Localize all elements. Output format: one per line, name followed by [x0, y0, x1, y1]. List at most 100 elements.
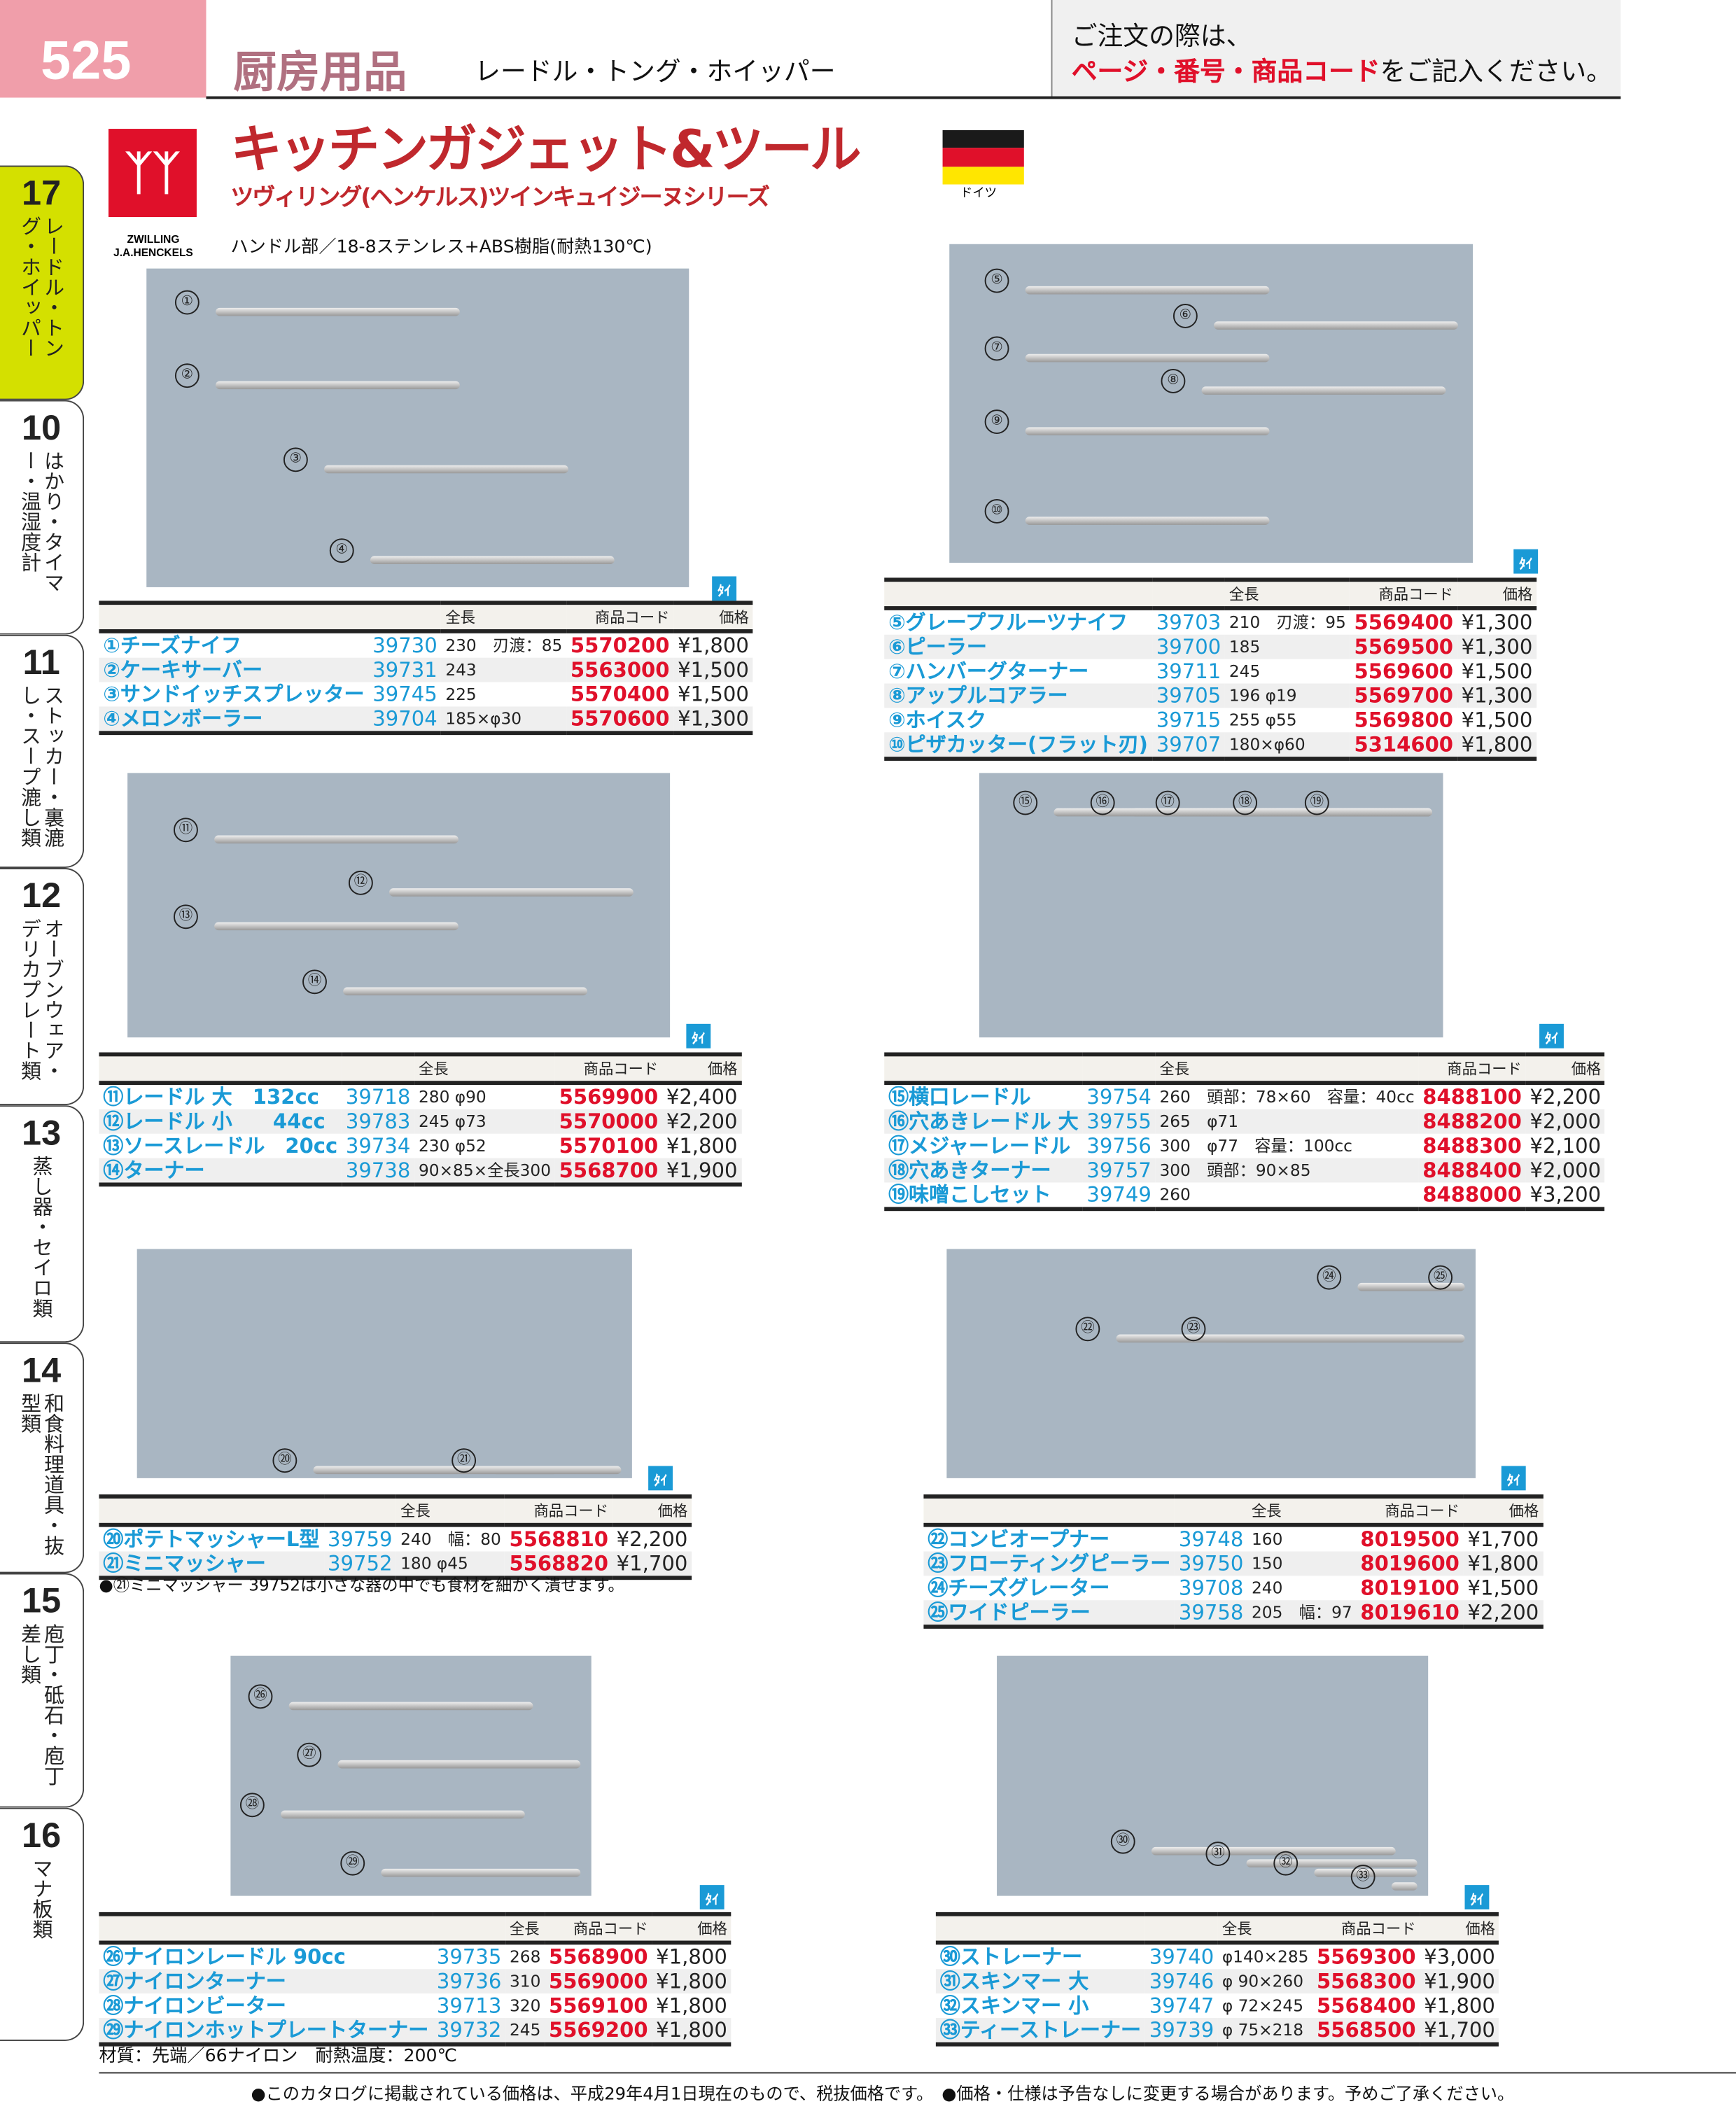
model-number: 39757 — [1082, 1158, 1156, 1183]
product-code: 5569600 — [1354, 659, 1454, 684]
side-tab-number: 12 — [22, 874, 62, 916]
product-name: ㉝ティーストレーナー — [935, 2018, 1145, 2045]
model-number: 39708 — [1178, 1576, 1244, 1601]
product-price: ¥2,200 — [1530, 1085, 1602, 1109]
photo-item-number: ㉘ — [239, 1793, 265, 1818]
product-name: ⑥ピーラー — [884, 634, 1152, 659]
product-size: 90×85×全長300 — [414, 1158, 555, 1185]
subcategory-title: レードル・トング・ホイッパー — [475, 57, 836, 87]
product-size: φ 75×218 — [1218, 2018, 1313, 2045]
side-tab-label: レードル・トング・ホイッパー — [18, 216, 66, 358]
header-length: 全長 — [1218, 1914, 1313, 1945]
utensil-image — [324, 465, 568, 474]
product-name: ⑬ソースレードル 20cc — [103, 1133, 338, 1158]
product-price: ¥1,800 — [656, 1993, 727, 2018]
header-price: 価格 — [652, 1914, 732, 1945]
product-code: 5563000 — [566, 657, 674, 682]
header-length: 全長 — [1247, 1496, 1357, 1527]
model-number: 39736 — [433, 1969, 506, 1994]
utensil-image — [1025, 427, 1270, 435]
model-number: 39745 — [372, 682, 438, 707]
header-price: 価格 — [612, 1496, 692, 1527]
photo-item-number: ⑱ — [1233, 790, 1258, 815]
brand-name: ZWILLING J.A.HENCKELS — [113, 233, 193, 260]
product-price: ¥1,900 — [662, 1158, 742, 1185]
product-code: 8488400 — [1418, 1158, 1526, 1183]
photo-item-number: ⑭ — [302, 969, 327, 995]
photo-item-number: ⑦ — [984, 336, 1009, 361]
product-price: ¥2,000 — [1525, 1109, 1606, 1134]
product-size: φ 72×245 — [1222, 1996, 1304, 2016]
product-code: 5568500 — [1312, 2018, 1420, 2045]
photo-item-number: ⑬ — [174, 904, 198, 930]
product-size: 185×φ30 — [441, 706, 567, 734]
photo-item-number: ⑯ — [1090, 790, 1115, 815]
header-length: 全長 — [441, 603, 567, 633]
nylon-material-note: 材質：先端／66ナイロン 耐熱温度：200℃ — [99, 2046, 457, 2067]
product-name: ㉙ナイロンホットプレートターナー — [99, 2018, 433, 2045]
model-number: 39740 — [1149, 1944, 1214, 1970]
header-length: 全長 — [1155, 1054, 1419, 1085]
product-price: ¥1,500 — [1467, 1576, 1539, 1601]
product-size: 150 — [1247, 1551, 1357, 1576]
photo-item-number: ① — [174, 290, 200, 315]
header-blank — [1144, 1914, 1219, 1945]
photo-item-number: ⑮ — [1013, 790, 1038, 815]
product-name: ㉜スキンマー 小 — [939, 1993, 1089, 2018]
utensil-image — [1025, 286, 1270, 295]
header-blank — [1175, 1496, 1248, 1527]
table-header-row: 全長商品コード価格 — [99, 1496, 692, 1527]
origin-badge-icon: ﾀｲ — [712, 576, 737, 601]
product-name: ㉘ナイロンビーター — [103, 1993, 286, 2018]
model-number: 39746 — [1144, 1969, 1219, 1994]
table-header-row: 全長商品コード価格 — [935, 1914, 1499, 1945]
product-size: 225 — [445, 685, 477, 704]
photo-item-number: ㉝ — [1350, 1865, 1376, 1889]
product-code: 8019500 — [1360, 1527, 1460, 1552]
product-price: ¥1,800 — [652, 1969, 732, 1994]
utensil-image — [216, 307, 460, 316]
product-price: ¥2,400 — [666, 1085, 738, 1109]
